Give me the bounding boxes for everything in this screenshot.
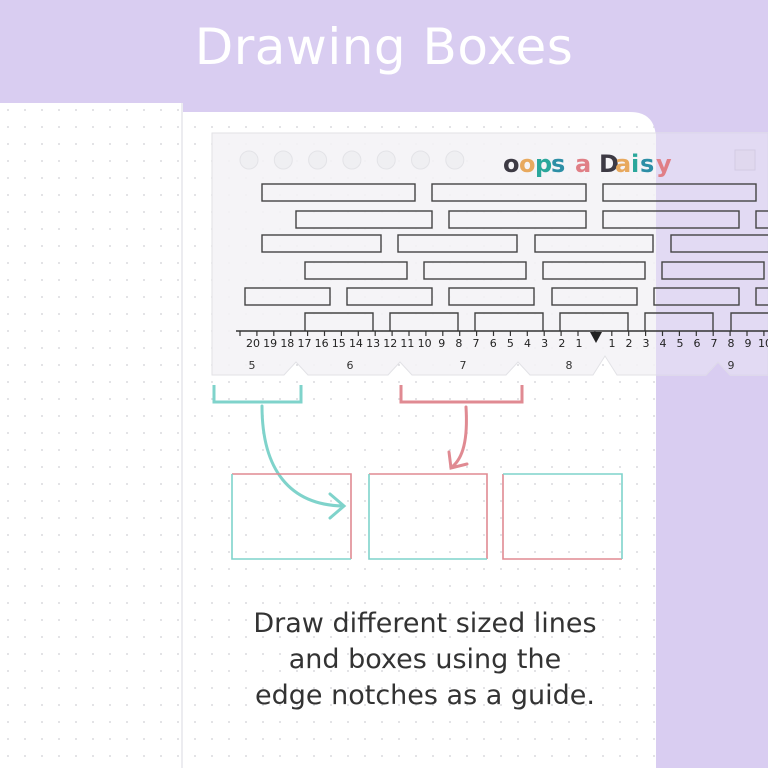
pink-bracket <box>399 385 524 404</box>
ruler-number: 17 <box>297 337 311 350</box>
logo-letter: o <box>519 150 536 178</box>
binder-hole <box>445 150 465 170</box>
binder-hole <box>308 150 328 170</box>
stencil-slot <box>755 210 768 229</box>
ruler-number: 8 <box>728 337 735 350</box>
stencil-slot <box>730 312 768 331</box>
ruler-number: 6 <box>490 337 497 350</box>
ruler-number: 14 <box>349 337 363 350</box>
stencil-slot <box>295 210 433 229</box>
stencil-slot <box>644 312 714 331</box>
pink-arrow-icon <box>447 405 469 470</box>
ruler-number: 7 <box>711 337 718 350</box>
ruler-number: 4 <box>524 337 531 350</box>
stencil-slot <box>304 261 408 280</box>
ruler-number: 18 <box>280 337 294 350</box>
teal-arrow-icon <box>260 404 347 520</box>
logo-letter: s <box>551 150 565 178</box>
logo-letter: y <box>656 150 672 178</box>
binder-hole <box>239 150 259 170</box>
stencil-slot <box>602 183 757 202</box>
stencil-slot <box>559 312 629 331</box>
ruler-number: 3 <box>541 337 548 350</box>
ruler-number: 5 <box>677 337 684 350</box>
ruler-number: 2 <box>558 337 565 350</box>
stencil-slot <box>661 261 765 280</box>
stencil-slot <box>304 312 374 331</box>
logo-letter: a <box>575 150 591 178</box>
logo-letter: a <box>615 150 631 178</box>
logo-letter: D <box>599 150 619 178</box>
ruler-number: 7 <box>473 337 480 350</box>
stencil-slot <box>542 261 646 280</box>
ruler-number: 3 <box>643 337 650 350</box>
stencil-slot <box>448 287 535 306</box>
logo-letter: s <box>640 150 654 178</box>
ruler-number: 9 <box>438 337 445 350</box>
caption: Draw different sized lines and boxes usi… <box>180 606 670 714</box>
ruler-number: 19 <box>263 337 277 350</box>
center-marker-icon <box>590 332 602 343</box>
binder-hole <box>342 150 362 170</box>
ruler-number: 15 <box>332 337 346 350</box>
ruler-purple-tint <box>656 133 768 375</box>
ruler-number: 1 <box>609 337 616 350</box>
square-hole <box>734 149 756 171</box>
stencil-slot <box>261 234 382 253</box>
example-box <box>502 473 623 560</box>
ruler-number: 8 <box>455 337 462 350</box>
ruler-number: 13 <box>366 337 380 350</box>
binder-hole <box>376 150 396 170</box>
caption-line: and boxes using the <box>288 644 562 675</box>
ruler-number: 6 <box>694 337 701 350</box>
ruler-number: 10 <box>418 337 432 350</box>
stencil-slot <box>397 234 518 253</box>
ruler-number: 10 <box>758 337 768 350</box>
ruler-number: 5 <box>507 337 514 350</box>
stencil-slot <box>474 312 544 331</box>
logo-letter: p <box>535 150 552 178</box>
stencil-slot <box>755 287 768 306</box>
ruler-number: 2 <box>626 337 633 350</box>
stencil-slot <box>389 312 459 331</box>
stencil-slot <box>534 234 654 253</box>
ruler-number: 1 <box>576 337 583 350</box>
ruler-number: 16 <box>315 337 329 350</box>
page-title: Drawing Boxes <box>194 18 574 76</box>
stencil-slot <box>551 287 638 306</box>
stencil-slot <box>670 234 768 253</box>
notch-size-label: 6 <box>347 359 354 372</box>
stencil-slot <box>653 287 740 306</box>
caption-line: Draw different sized lines <box>253 608 597 639</box>
notch-size-label: 5 <box>249 359 256 372</box>
example-box <box>231 473 352 560</box>
stencil-slot <box>448 210 587 229</box>
caption-line: edge notches as a guide. <box>255 680 595 711</box>
binder-hole <box>411 150 430 170</box>
stencil-slot <box>346 287 433 306</box>
stencil-slot <box>602 210 740 229</box>
stencil-slot <box>431 183 587 202</box>
teal-bracket <box>212 385 303 404</box>
logo-letter: o <box>503 150 520 178</box>
stencil-slot <box>244 287 331 306</box>
stencil-slot <box>261 183 416 202</box>
ruler-number: 11 <box>400 337 414 350</box>
logo-letter: i <box>631 150 639 178</box>
notch-size-label: 7 <box>460 359 467 372</box>
notch-size-label: 9 <box>728 359 735 372</box>
ruler-number: 4 <box>660 337 667 350</box>
ruler-number: 20 <box>246 337 260 350</box>
stencil-slot <box>423 261 527 280</box>
ruler-number: 12 <box>383 337 397 350</box>
notch-size-label: 8 <box>566 359 573 372</box>
binder-hole <box>273 150 293 170</box>
ruler-number: 9 <box>745 337 752 350</box>
example-box <box>368 473 488 560</box>
